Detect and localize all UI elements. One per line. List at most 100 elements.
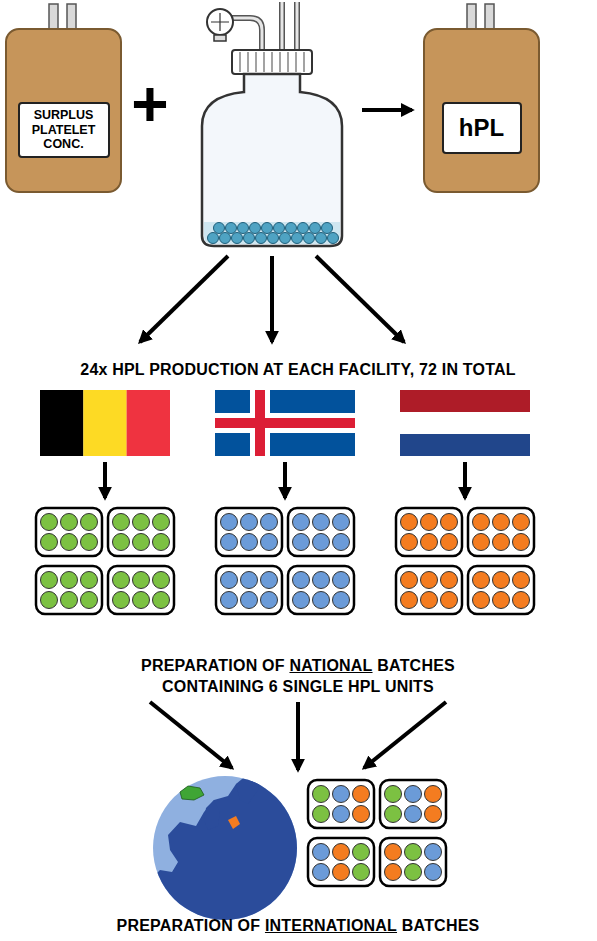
well-plate xyxy=(468,508,534,556)
plate-well xyxy=(385,844,402,861)
bottle-tube xyxy=(279,2,285,52)
plate-well xyxy=(133,534,150,551)
plate-well xyxy=(421,534,438,551)
bottle-tube xyxy=(296,2,299,52)
plate-well xyxy=(333,864,350,881)
plate-well xyxy=(313,572,330,589)
plate-well xyxy=(81,572,98,589)
filter-tube xyxy=(232,18,262,52)
section-heading: PREPARATION OF xyxy=(117,916,261,935)
bottle-liquid xyxy=(204,222,340,244)
bead xyxy=(244,233,255,244)
plate-well xyxy=(41,534,58,551)
flow-arrow xyxy=(140,256,228,342)
well-plate xyxy=(308,780,374,828)
hpl-bag: hPL xyxy=(423,28,540,193)
flag-iceland-cross xyxy=(255,390,265,456)
plate-well xyxy=(473,592,490,609)
plate-well xyxy=(473,514,490,531)
plate-well xyxy=(385,864,402,881)
syringe-filter xyxy=(207,9,233,35)
plate-well xyxy=(221,534,238,551)
plate-well xyxy=(221,592,238,609)
plate-well xyxy=(333,844,350,861)
plate-well xyxy=(261,592,278,609)
plate-well xyxy=(61,534,78,551)
plate-well xyxy=(313,592,330,609)
plate-well xyxy=(333,786,350,803)
flow-arrow xyxy=(296,702,300,770)
flag-belgium-stripe xyxy=(40,390,83,456)
plate-well xyxy=(473,534,490,551)
plate-well xyxy=(293,592,310,609)
plate-well xyxy=(513,572,530,589)
section-heading: BATCHES xyxy=(377,656,455,675)
bead xyxy=(310,223,321,234)
flow-arrow xyxy=(103,462,107,498)
plate-well xyxy=(385,806,402,823)
plate-well xyxy=(113,572,130,589)
plate-well xyxy=(113,592,130,609)
scandinavia xyxy=(236,770,262,804)
plate-well xyxy=(421,592,438,609)
plate-well xyxy=(333,592,350,609)
plate-well xyxy=(405,786,422,803)
plate-well xyxy=(241,514,258,531)
flag-belgium-stripe xyxy=(127,390,170,456)
flag-iceland xyxy=(215,390,355,456)
plate-well xyxy=(513,534,530,551)
plate-well xyxy=(493,514,510,531)
plate-well xyxy=(425,786,442,803)
cap-ridge xyxy=(303,52,304,72)
plate-well xyxy=(313,844,330,861)
plate-well xyxy=(353,806,370,823)
plate-well xyxy=(405,864,422,881)
section-heading: CONTAINING 6 SINGLE HPL UNITS xyxy=(162,677,434,696)
plate-well xyxy=(493,572,510,589)
plate-well xyxy=(133,514,150,531)
plate-well xyxy=(513,514,530,531)
well-plate xyxy=(308,838,374,886)
plate-well xyxy=(61,514,78,531)
bottle-body xyxy=(202,74,342,246)
section-heading-row: PREPARATION OFINTERNATIONALBATCHES xyxy=(117,916,480,935)
plate-well xyxy=(261,514,278,531)
plate-well xyxy=(133,572,150,589)
plate-well xyxy=(493,534,510,551)
plate-well xyxy=(385,786,402,803)
plate-well xyxy=(221,514,238,531)
bead xyxy=(298,223,309,234)
section-heading-row: PREPARATION OFNATIONALBATCHES xyxy=(141,656,455,675)
plate-well xyxy=(61,572,78,589)
plate-well xyxy=(221,572,238,589)
plate-well xyxy=(441,592,458,609)
europe-landmass xyxy=(150,776,305,930)
well-plate xyxy=(216,566,282,614)
bag-label: SURPLUS PLATELET CONC. xyxy=(18,102,110,158)
bead xyxy=(316,233,327,244)
platelet-bag: SURPLUS PLATELET CONC. xyxy=(5,28,122,193)
bottle-tube xyxy=(281,2,284,52)
plate-well xyxy=(493,592,510,609)
flag-belgium-stripe xyxy=(83,390,126,456)
plate-well xyxy=(401,514,418,531)
plate-well xyxy=(513,592,530,609)
well-plate xyxy=(216,508,282,556)
plate-well xyxy=(353,844,370,861)
bag-label: hPL xyxy=(442,102,522,154)
well-plate xyxy=(36,508,102,556)
bottle-cap xyxy=(232,50,312,74)
plate-well xyxy=(241,534,258,551)
bead xyxy=(238,223,249,234)
bead xyxy=(220,233,231,244)
plate-well xyxy=(113,534,130,551)
plate-well xyxy=(441,514,458,531)
plate-well xyxy=(81,514,98,531)
section-heading: PREPARATION OF xyxy=(141,656,285,675)
plate-well xyxy=(401,572,418,589)
bead xyxy=(322,223,333,234)
well-plate xyxy=(288,566,354,614)
filter-tube xyxy=(232,18,262,52)
cap-ridge xyxy=(271,52,272,72)
plate-well xyxy=(421,514,438,531)
